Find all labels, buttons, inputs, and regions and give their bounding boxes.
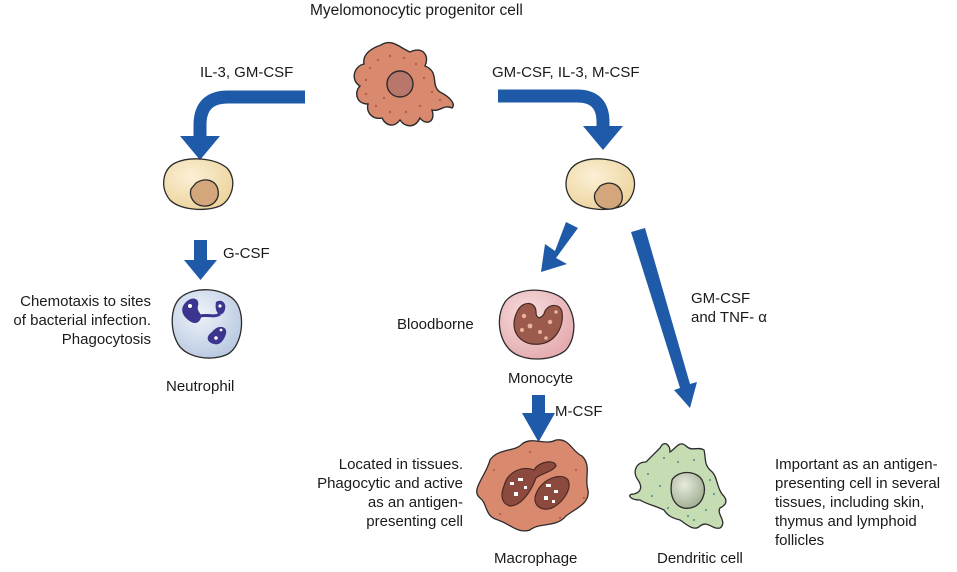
neutrophil-cell	[171, 289, 243, 359]
cytokine-label-dendritic-1: GM-CSF	[691, 290, 751, 307]
neutrophil-desc-1: Chemotaxis to sites	[20, 293, 151, 310]
cytokine-label-mcsf: M-CSF	[555, 403, 603, 420]
cytokine-label-dendritic-2: and TNF- α	[691, 309, 767, 326]
cytokine-label-left: IL-3, GM-CSF	[200, 64, 294, 81]
macrophage-cell	[476, 439, 589, 532]
neutrophil-label: Neutrophil	[166, 378, 235, 395]
dendritic-desc-4: thymus and lymphoid	[775, 513, 917, 530]
macrophage-desc-3: as an antigen-	[367, 494, 463, 511]
macrophage-label: Macrophage	[494, 550, 578, 567]
dendritic-label: Dendritic cell	[657, 550, 743, 567]
cytokine-label-right: GM-CSF, IL-3, M-CSF	[492, 64, 640, 81]
dendritic-desc-2: presenting cell in several	[775, 475, 941, 492]
macrophage-desc-1: Located in tissues.	[338, 456, 463, 473]
neutrophil-desc-2: of bacterial infection.	[13, 312, 151, 329]
diagram-title: Myelomonocytic progenitor cell	[310, 2, 523, 19]
arrow-to-neutrophil	[184, 240, 217, 280]
arrow-to-monocyte-precursor	[498, 89, 623, 150]
arrow-to-dendritic-cell	[631, 228, 697, 408]
monocyte-precursor-cell	[565, 158, 636, 211]
macrophage-desc-2: Phagocytic and active	[317, 475, 463, 492]
progenitor-cell	[353, 41, 454, 127]
monocyte-desc: Bloodborne	[397, 316, 474, 333]
arrow-to-macrophage	[522, 395, 555, 442]
cytokine-label-gcsf: G-CSF	[223, 245, 270, 262]
monocyte-cell	[498, 289, 575, 360]
dendritic-cell	[629, 443, 727, 529]
neutrophil-desc-3: Phagocytosis	[61, 331, 151, 348]
dendritic-desc-1: Important as an antigen-	[775, 456, 938, 473]
granulocyte-precursor-cell	[163, 158, 234, 211]
arrow-to-granulocyte-precursor	[180, 90, 305, 160]
macrophage-desc-4: presenting cell	[366, 513, 463, 530]
monocyte-label: Monocyte	[508, 370, 574, 387]
dendritic-desc-5: follicles	[775, 532, 825, 549]
arrow-to-monocyte	[541, 222, 578, 272]
dendritic-desc-3: tissues, including skin,	[775, 494, 925, 511]
